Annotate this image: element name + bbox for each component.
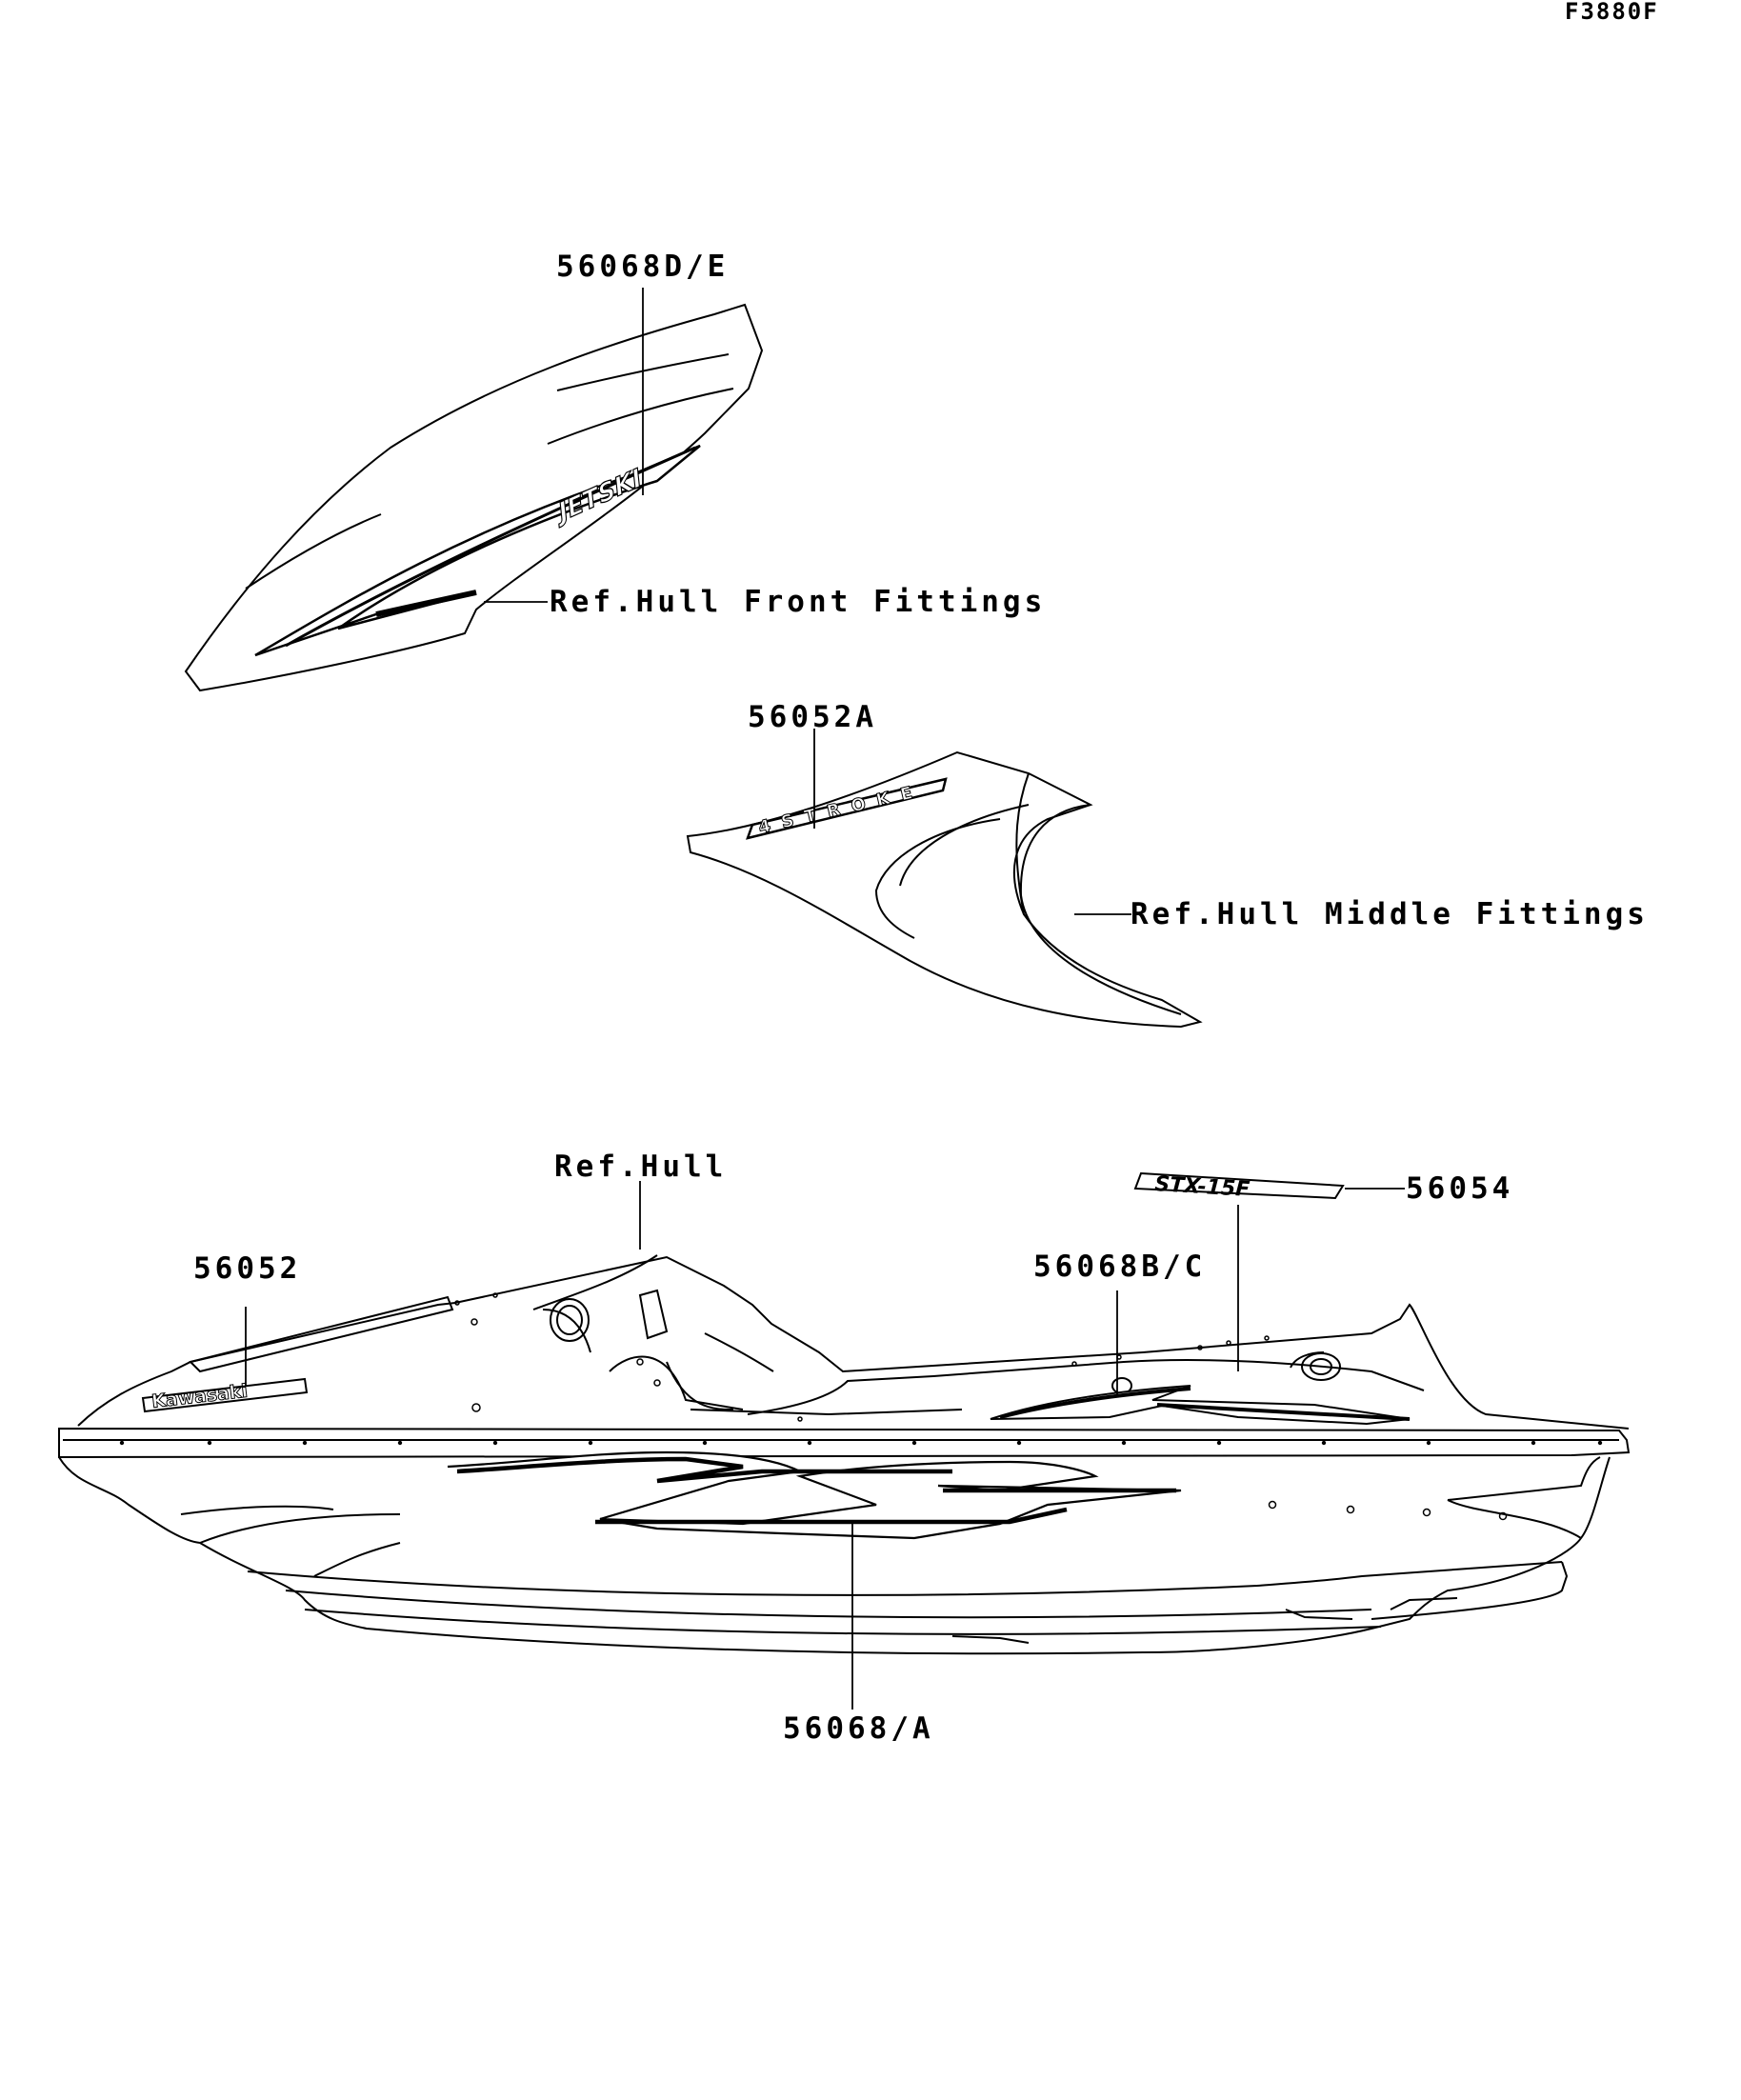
- deck-holes: [454, 1292, 1508, 1521]
- stx-decal: [1133, 1171, 1345, 1200]
- figure-id: F3880F: [1565, 0, 1659, 25]
- main-hull: [58, 1254, 1631, 1655]
- callout-56052a: 56052A: [748, 700, 877, 734]
- hull-rivets: [119, 1440, 1603, 1446]
- kawasaki-logo: Kawasaki: [150, 1381, 249, 1412]
- middle-hull-cover: [686, 750, 1203, 1029]
- callout-56068b-c: 56068B/C: [1033, 1250, 1207, 1284]
- callout-ref-hull: Ref.Hull: [554, 1150, 728, 1184]
- callout-56054: 56054: [1406, 1171, 1514, 1206]
- kawasaki-decal: [141, 1377, 309, 1413]
- callout-ref-hull-middle-fittings: Ref.Hull Middle Fittings: [1131, 897, 1649, 931]
- callout-56068-a: 56068/A: [783, 1711, 934, 1746]
- callout-56068d-e: 56068D/E: [556, 250, 730, 284]
- front-hull-cover: [184, 303, 764, 692]
- callout-56052: 56052: [193, 1251, 302, 1286]
- stx-logo: STX-15F: [1154, 1172, 1251, 1202]
- callout-ref-hull-front-fittings: Ref.Hull Front Fittings: [550, 585, 1047, 619]
- middle-logo: 4STROKE: [756, 781, 925, 838]
- leader-lines: [245, 288, 1405, 1710]
